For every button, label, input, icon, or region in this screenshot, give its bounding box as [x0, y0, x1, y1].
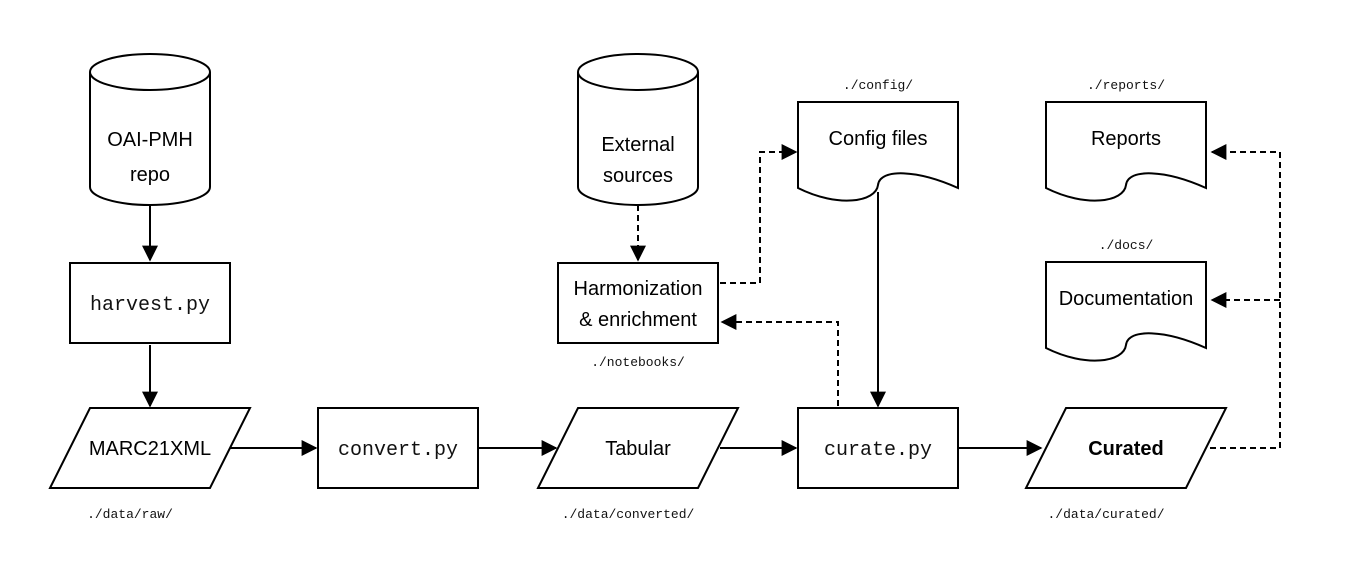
oai-pmh-repo-node: OAI-PMH repo [89, 53, 211, 206]
marc21xml-label: MARC21XML [89, 438, 211, 460]
external-sources-node: External sources [577, 53, 699, 206]
tabular-label: Tabular [605, 438, 671, 460]
harvest-node: harvest.py [69, 262, 231, 344]
harvest-label: harvest.py [90, 294, 210, 317]
documentation-node: Documentation ./docs/ [1045, 238, 1207, 362]
curate-label: curate.py [824, 439, 932, 462]
cylinder-top [577, 53, 699, 91]
external-sources-label-line1: External [601, 134, 674, 156]
oai-pmh-repo-label-line1: OAI-PMH [107, 129, 193, 151]
edge-curate-to-harmonization [720, 314, 839, 406]
curated-shape [1024, 407, 1228, 489]
harmonization-label-line1: Harmonization [574, 278, 703, 300]
harmonization-label-line2: & enrichment [579, 309, 697, 331]
config-files-shape [797, 101, 959, 202]
marc21xml-node: MARC21XML ./data/raw/ [48, 407, 252, 522]
convert-node: convert.py [317, 407, 479, 489]
curated-node: Curated ./data/curated/ [1024, 407, 1228, 522]
reports-shape [1045, 101, 1207, 202]
curated-path: ./data/curated/ [1047, 507, 1164, 522]
config-files-node: Config files ./config/ [797, 78, 959, 202]
tabular-shape [536, 407, 740, 489]
cylinder-top [89, 53, 211, 91]
documentation-path: ./docs/ [1099, 238, 1154, 253]
marc21xml-path: ./data/raw/ [87, 507, 173, 522]
harmonization-node: Harmonization & enrichment ./notebooks/ [557, 262, 719, 370]
curate-node: curate.py [797, 407, 959, 489]
convert-box [317, 407, 479, 489]
curated-label: Curated [1088, 438, 1164, 460]
oai-pmh-repo-label-line2: repo [130, 164, 170, 186]
harmonization-path: ./notebooks/ [591, 355, 685, 370]
documentation-shape [1045, 261, 1207, 362]
cylinder-body [577, 72, 699, 206]
harmonization-box [557, 262, 719, 344]
cylinder-body [89, 72, 211, 206]
reports-node: Reports ./reports/ [1045, 78, 1207, 202]
convert-label: convert.py [338, 439, 458, 462]
reports-label: Reports [1091, 128, 1161, 150]
marc21xml-shape [48, 407, 252, 489]
edge-harmonization-to-config [720, 144, 798, 284]
edges [142, 144, 1281, 456]
external-sources-label-line2: sources [603, 165, 673, 187]
tabular-path: ./data/converted/ [562, 507, 695, 522]
tabular-node: Tabular ./data/converted/ [536, 407, 740, 522]
documentation-label: Documentation [1059, 288, 1194, 310]
harvest-box [69, 262, 231, 344]
config-files-label: Config files [829, 128, 928, 150]
edge-curated-to-reports [1210, 144, 1281, 449]
reports-path: ./reports/ [1087, 78, 1165, 93]
curate-box [797, 407, 959, 489]
config-files-path: ./config/ [843, 78, 913, 93]
